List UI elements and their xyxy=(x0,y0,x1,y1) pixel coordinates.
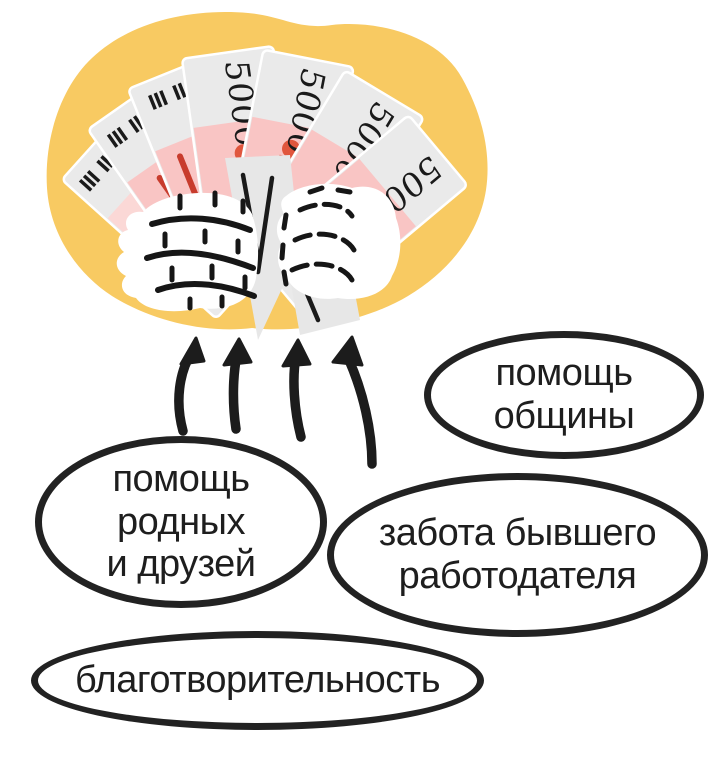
bubble-community-help-line: общины xyxy=(493,395,635,437)
bubble-charity-line: благотворительность xyxy=(75,659,441,702)
bubble-family-friends: помощь родных и друзей xyxy=(35,436,327,608)
bubble-former-employer-line: забота бывшего xyxy=(378,512,657,555)
bubble-community-help: помощь общины xyxy=(424,331,704,459)
up-arrow-icon xyxy=(222,337,253,434)
flow-arrows xyxy=(174,335,377,469)
bubble-community-help-line: помощь xyxy=(495,352,633,395)
bubble-former-employer-line: работодателя xyxy=(398,555,637,597)
up-arrow-icon xyxy=(331,335,377,469)
up-arrow-icon xyxy=(281,338,312,442)
bubble-former-employer: забота бывшего работодателя xyxy=(327,473,708,637)
bubble-family-friends-line: родных xyxy=(117,500,245,543)
bubble-family-friends-line: и друзей xyxy=(106,543,256,586)
left-hand xyxy=(116,190,259,312)
bubble-charity: благотворительность xyxy=(31,631,484,730)
bubble-family-friends-line: помощь xyxy=(112,458,250,501)
up-arrow-icon xyxy=(174,336,206,436)
right-hand xyxy=(276,183,401,300)
